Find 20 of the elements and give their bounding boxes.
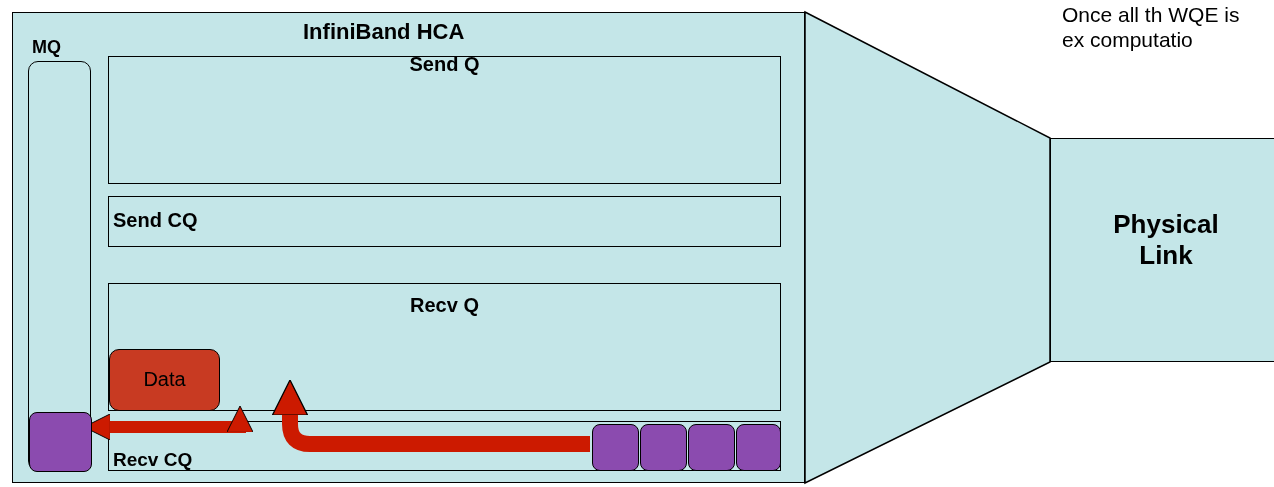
queue-title: Recv Q bbox=[409, 294, 480, 317]
queue-box bbox=[108, 56, 781, 184]
queue-box bbox=[108, 196, 781, 247]
queue-title: Recv CQ bbox=[113, 449, 193, 471]
data-block bbox=[109, 349, 220, 411]
queue-box bbox=[108, 283, 781, 411]
data-label: Data bbox=[142, 368, 187, 391]
note-text: Once all th WQE is ex computatio bbox=[1062, 2, 1241, 52]
queue-title: Send CQ bbox=[113, 209, 198, 232]
hca-title: InfiniBand HCA bbox=[303, 19, 465, 45]
queue-entry-square bbox=[29, 412, 92, 472]
link-title: Physical Link bbox=[1112, 209, 1220, 271]
queue-entry-square bbox=[592, 424, 639, 471]
queue-title: Send Q bbox=[408, 53, 481, 76]
queue-entry-square bbox=[640, 424, 687, 471]
queue-entry-square bbox=[688, 424, 735, 471]
queue-title: MQ bbox=[32, 37, 61, 58]
queue-entry-square bbox=[736, 424, 781, 471]
physical-link-box bbox=[1050, 138, 1274, 362]
arrow bbox=[271, 379, 590, 452]
